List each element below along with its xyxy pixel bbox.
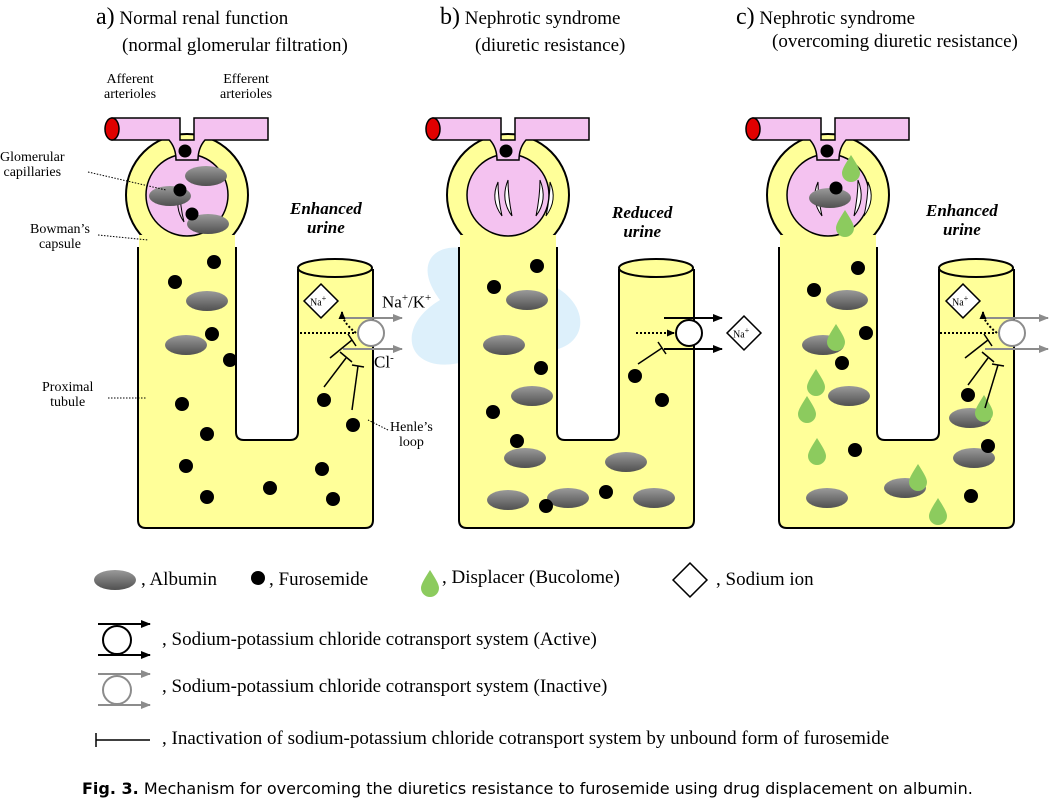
legend-sodium-ion: , Sodium ion (716, 569, 814, 590)
na-label-panel-b: Na+ (733, 326, 750, 341)
na-label-panel-c: Na+ (952, 294, 969, 309)
panel-b-subtitle: (diuretic resistance) (475, 35, 626, 56)
furosemide-dots (168, 144, 995, 513)
panel-a-title-line1: Normal renal function (119, 8, 289, 29)
panel-c-letter: c) (736, 4, 755, 30)
transporter-panel-b (664, 314, 723, 353)
panel-a-subtitle: (normal glomerular filtration) (122, 35, 348, 56)
legend-inactive-transport: , Sodium-potassium chloride cotransport … (162, 676, 608, 697)
figure-caption: Fig. 3. Mechanism for overcoming the diu… (82, 780, 973, 798)
na-flow-arrows (300, 311, 998, 337)
cl-label: Cl- (374, 352, 394, 372)
panel-a-letter: a) (96, 4, 115, 30)
legend-albumin: , Albumin (141, 569, 218, 590)
annotation-leaders (87, 171, 389, 431)
panel-b-title: b) Nephrotic syndrome (440, 4, 620, 30)
panel-b-letter: b) (440, 4, 460, 30)
legend-inactivation: , Inactivation of sodium-potassium chlor… (162, 728, 890, 749)
transporter-panel-c (985, 314, 1049, 353)
transporter-panel-a (343, 314, 403, 353)
legend-furosemide: , Furosemide (269, 569, 369, 590)
panel-c-subtitle: (overcoming diuretic resistance) (772, 31, 1018, 52)
legend-displacer: , Displacer (Bucolome) (442, 567, 620, 588)
caption-text: Mechanism for overcoming the diuretics r… (138, 779, 973, 798)
panel-a-nephron (104, 117, 374, 529)
panel-a-title: a) Normal renal function (96, 4, 288, 30)
panel-b-title-line1: Nephrotic syndrome (464, 8, 621, 29)
panel-c-title-line1: Nephrotic syndrome (759, 8, 916, 29)
panel-c-title: c) Nephrotic syndrome (736, 4, 915, 30)
na-label-panel-a: Na+ (310, 294, 327, 309)
inhibition-lines (323, 333, 1005, 411)
nak-label: Na+/K+ (382, 292, 432, 312)
caption-label: Fig. 3. (82, 779, 139, 798)
legend-glyphs (94, 562, 708, 747)
legend-active-transport: , Sodium-potassium chloride cotransport … (162, 629, 597, 650)
